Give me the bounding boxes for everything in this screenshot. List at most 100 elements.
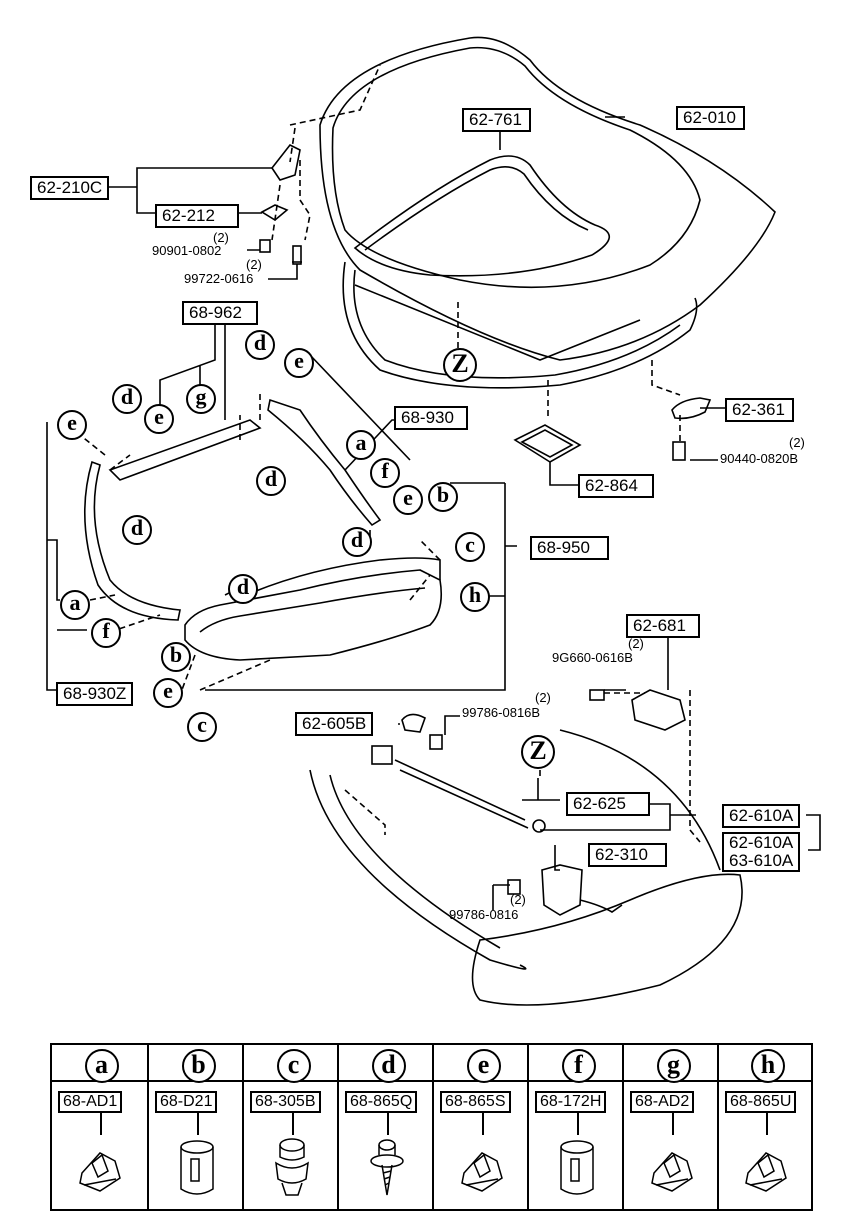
quantity-90901: (2) — [213, 230, 229, 245]
strut-62-625 — [394, 759, 529, 829]
part-number-9G660-0616B[interactable]: 9G660-0616B — [552, 650, 633, 665]
legend-column-c: c 68-305B — [242, 1045, 339, 1209]
bumper-62-605B — [401, 713, 426, 733]
callout-d: d — [342, 527, 372, 557]
screw-icon — [357, 1133, 417, 1208]
part-number-90901-0802[interactable]: 90901-0802 — [152, 243, 222, 258]
callout-d: d — [228, 574, 258, 604]
leader-62-210C — [105, 167, 272, 214]
part-label-68-930Z[interactable]: 68-930Z — [56, 682, 134, 706]
legend-leader-line — [671, 1113, 674, 1135]
part-label-62-605B[interactable]: 62-605B — [295, 712, 374, 736]
part-number-90440-0820B[interactable]: 90440-0820B — [720, 451, 799, 466]
legend-header: c — [244, 1045, 339, 1083]
callout-b: b — [161, 642, 191, 672]
callout-e: e — [393, 485, 423, 515]
callout-d: d — [245, 330, 275, 360]
legend-header: h — [719, 1045, 813, 1083]
part-label-68-950[interactable]: 68-950 — [530, 536, 609, 560]
part-number-99786-0816[interactable]: 99786-0816 — [449, 907, 519, 922]
strut-ball — [532, 819, 546, 833]
quantity-99786B: (2) — [535, 690, 551, 705]
legend-leader-line — [576, 1113, 579, 1135]
legend-part-number[interactable]: 68-AD1 — [58, 1091, 123, 1113]
legend-column-e: e 68-865S — [432, 1045, 529, 1209]
callout-a: a — [346, 430, 376, 460]
part-label-62-864[interactable]: 62-864 — [578, 474, 654, 498]
callout-c: c — [187, 712, 217, 742]
legend-leader-line — [766, 1113, 768, 1135]
legend-part-number[interactable]: 68-865Q — [345, 1091, 418, 1113]
callout-e: e — [153, 678, 183, 708]
callout-f: f — [370, 458, 400, 488]
part-label-62-625[interactable]: 62-625 — [566, 792, 650, 816]
grommet-icon — [547, 1133, 607, 1208]
grommet-icon — [167, 1133, 227, 1208]
trim-68-950 — [184, 569, 443, 661]
trim-68-930 — [267, 398, 382, 527]
quantity-99786: (2) — [510, 892, 526, 907]
legend-leader-line — [386, 1113, 389, 1135]
callout-z: Z — [443, 348, 477, 382]
part-label-62-610A-63-610A[interactable]: 62-610A 63-610A — [722, 832, 801, 872]
legend-header: b — [149, 1045, 244, 1083]
callout-e: e — [144, 404, 174, 434]
legend-callout-c: c — [276, 1049, 311, 1083]
rear-bumper-outline — [309, 769, 527, 970]
part-label-62-210C[interactable]: 62-210C — [30, 176, 110, 200]
callout-h: h — [460, 582, 490, 612]
callout-b: b — [428, 482, 458, 512]
part-label-62-681[interactable]: 62-681 — [626, 614, 700, 638]
legend-callout-h: h — [751, 1049, 785, 1083]
latch-62-310 — [541, 864, 583, 916]
legend-callout-f: f — [561, 1049, 596, 1083]
weatherstrip-62-761 — [353, 155, 611, 277]
part-number-63-610A: 63-610A — [729, 851, 794, 870]
legend-part-number[interactable]: 68-172H — [535, 1091, 607, 1113]
part-label-62-310[interactable]: 62-310 — [588, 843, 667, 867]
trim-68-962 — [108, 419, 262, 481]
legend-header: e — [434, 1045, 529, 1083]
legend-part-number[interactable]: 68-865S — [440, 1091, 511, 1113]
part-label-62-761[interactable]: 62-761 — [462, 108, 531, 132]
callout-d: d — [256, 466, 286, 496]
hinge-62-210C — [271, 143, 301, 181]
hinge-plate-62-212 — [260, 204, 289, 221]
clip-icon — [70, 1133, 130, 1208]
legend-header: d — [339, 1045, 434, 1083]
legend-column-f: f 68-172H — [527, 1045, 624, 1209]
legend-leader-line — [99, 1113, 102, 1135]
legend-part-number[interactable]: 68-D21 — [155, 1091, 218, 1113]
part-number-99722-0616[interactable]: 99722-0616 — [184, 271, 254, 286]
part-label-62-610A[interactable]: 62-610A — [722, 804, 801, 828]
part-label-62-212[interactable]: 62-212 — [155, 204, 239, 228]
legend-column-b: b 68-D21 — [147, 1045, 244, 1209]
legend-part-number[interactable]: 68-AD2 — [630, 1091, 695, 1113]
legend-leader-line — [291, 1113, 294, 1135]
legend-leader-line — [481, 1113, 484, 1135]
legend-callout-e: e — [466, 1049, 501, 1083]
legend-part-number[interactable]: 68-305B — [250, 1091, 321, 1113]
trim-68-930Z — [83, 460, 181, 621]
lid-inner-panel — [342, 261, 698, 389]
legend-part-number[interactable]: 68-865U — [725, 1091, 797, 1113]
clip-icon — [452, 1133, 512, 1208]
callout-e: e — [284, 348, 314, 378]
legend-header: g — [624, 1045, 719, 1083]
part-label-68-962[interactable]: 68-962 — [182, 301, 258, 325]
legend-callout-b: b — [181, 1049, 216, 1083]
part-label-62-361[interactable]: 62-361 — [725, 398, 794, 422]
legend-column-a: a 68-AD1 — [52, 1045, 147, 1209]
legend-header: a — [52, 1045, 147, 1083]
callout-a: a — [60, 590, 90, 620]
legend-column-g: g 68-AD2 — [622, 1045, 719, 1209]
fastener-legend-table: a 68-AD1 b 68-D21 c 68-305B d 68-865Q e 68-865S f 6… — [50, 1043, 813, 1211]
legend-column-d: d 68-865Q — [337, 1045, 434, 1209]
strut-mount — [371, 745, 393, 765]
callout-e: e — [57, 410, 87, 440]
trunk-lid-outline — [319, 36, 776, 361]
part-label-62-010[interactable]: 62-010 — [676, 106, 745, 130]
part-number-99786-0816B[interactable]: 99786-0816B — [462, 705, 541, 720]
quantity-99722: (2) — [246, 257, 262, 272]
part-label-68-930[interactable]: 68-930 — [394, 406, 468, 430]
